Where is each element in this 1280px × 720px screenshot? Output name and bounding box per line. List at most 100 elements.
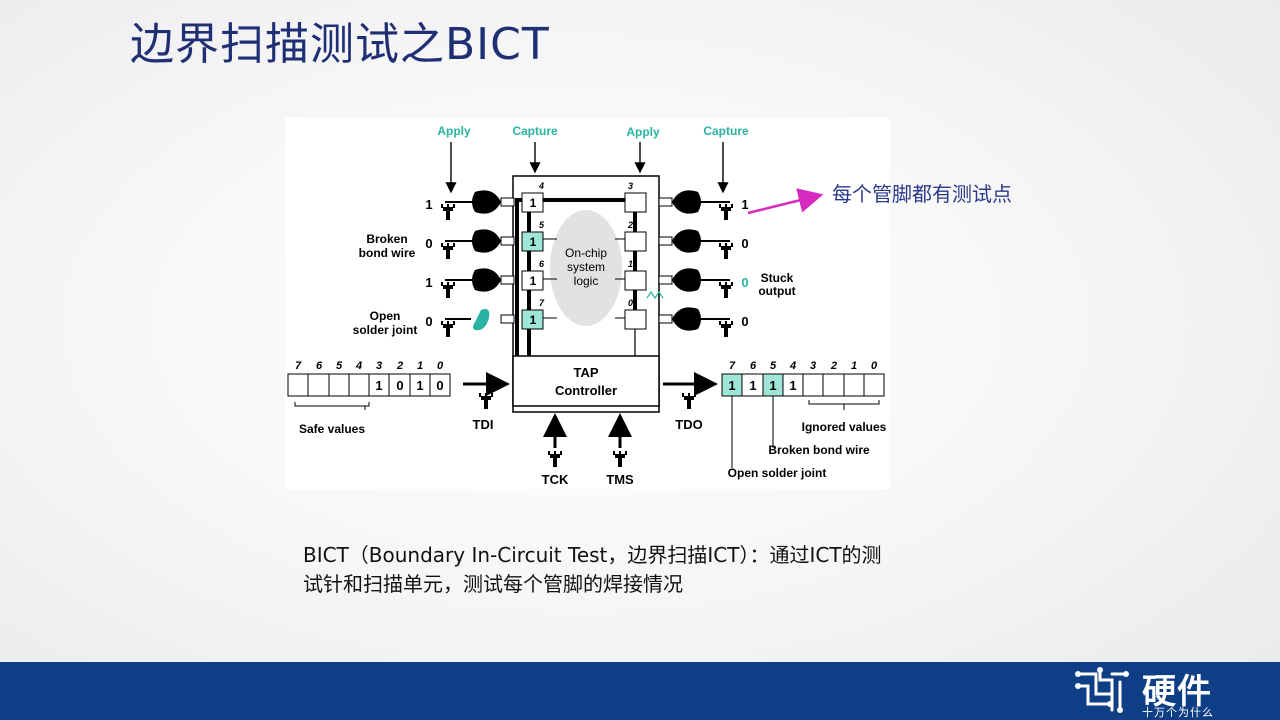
tap-arrows [463, 372, 718, 448]
input-register-indices: 7 6 5 4 3 2 1 0 [295, 360, 444, 372]
right-cell-numbers: 3 2 1 0 [627, 181, 633, 308]
safe-values-bracket [294, 402, 370, 410]
logo-main-text: 硬件 [1142, 672, 1212, 712]
core-logic-blob [550, 210, 622, 326]
register-index: 7 [295, 360, 302, 372]
right-pin-values: 1 0 0 0 [741, 197, 748, 329]
open-solder-blob [473, 309, 490, 331]
circuit-logo-icon [1075, 667, 1129, 713]
logo-sub-text: 十万个为什么 [1142, 706, 1214, 719]
register-index: 7 [729, 360, 736, 372]
left-cell-numbers: 4 5 6 7 [538, 181, 545, 308]
left-cells: 1 1 1 1 [521, 192, 544, 330]
cell-number: 3 [628, 181, 633, 191]
pin-value: 1 [741, 197, 748, 212]
register-index: 5 [770, 360, 777, 372]
cell-number: 7 [539, 298, 545, 308]
register-value: 0 [436, 378, 443, 393]
caption-line-2: 试针和扫描单元，测试每个管脚的焊接情况 [303, 572, 683, 596]
register-index: 4 [355, 360, 362, 372]
capture-left-label: Capture [512, 124, 558, 138]
register-value: 0 [396, 378, 403, 393]
tap-label-2: Controller [555, 383, 617, 398]
core-label-1: On-chip [565, 246, 607, 260]
right-pads [658, 190, 730, 331]
core-label-2: system [567, 260, 605, 274]
pin-value: 0 [741, 236, 748, 251]
open-solder-label-1: Open [370, 309, 401, 323]
pin-value: 1 [425, 275, 432, 290]
input-register [287, 373, 451, 397]
callout-text: 每个管脚都有测试点 [832, 182, 1012, 206]
apply-right-label: Apply [626, 125, 660, 139]
register-index: 1 [851, 360, 857, 372]
cell-number: 0 [628, 298, 633, 308]
cell-number: 1 [628, 259, 633, 269]
test-probes [441, 204, 733, 467]
tap-label-1: TAP [573, 365, 598, 380]
output-register [721, 373, 885, 397]
tap-controller [512, 355, 660, 407]
register-value: 1 [728, 378, 735, 393]
signal-arrows [445, 142, 729, 194]
broken-bond-label-2: bond wire [359, 246, 416, 260]
broken-bond-bottom-label: Broken bond wire [768, 443, 870, 457]
register-index: 1 [417, 360, 423, 372]
left-cell-value: 1 [530, 235, 537, 249]
caption: BICT（Boundary In-Circuit Test，边界扫描ICT）：通… [303, 541, 1043, 599]
left-pads [445, 190, 515, 331]
stuck-output-label-1: Stuck [761, 271, 794, 285]
slide-title: 边界扫描测试之BICT [130, 19, 550, 70]
capture-right-label: Capture [703, 124, 749, 138]
register-index: 4 [789, 360, 796, 372]
register-value: 1 [416, 378, 423, 393]
ignored-values-bracket [808, 400, 880, 410]
footer-bar [0, 662, 1280, 720]
register-index: 6 [316, 360, 323, 372]
output-register-values: 1 1 1 1 [728, 378, 796, 393]
ignored-values-label: Ignored values [802, 420, 887, 434]
core-label-3: logic [574, 274, 599, 288]
output-register-indices: 7 6 5 4 3 2 1 0 [729, 360, 878, 372]
pin-value: 0 [741, 275, 748, 290]
register-index: 0 [871, 360, 878, 372]
register-index: 5 [336, 360, 343, 372]
tms-label: TMS [606, 472, 634, 487]
tck-label: TCK [542, 472, 569, 487]
register-index: 2 [396, 360, 403, 372]
input-register-values: 1 0 1 0 [375, 378, 443, 393]
register-index: 3 [376, 360, 382, 372]
stuck-output-label-2: output [758, 284, 795, 298]
register-index: 3 [810, 360, 816, 372]
tdo-label: TDO [675, 417, 702, 432]
broken-bond-label-1: Broken [366, 232, 407, 246]
pin-value: 0 [425, 314, 432, 329]
right-cells [624, 192, 647, 330]
cell-number: 5 [539, 220, 545, 230]
register-value: 1 [375, 378, 382, 393]
safe-values-label: Safe values [299, 422, 365, 436]
cell-number: 4 [538, 181, 544, 191]
register-value: 1 [789, 378, 796, 393]
pin-value: 0 [425, 236, 432, 251]
pin-value: 0 [741, 314, 748, 329]
register-index: 6 [750, 360, 757, 372]
pin-value: 1 [425, 197, 432, 212]
left-cell-value: 1 [530, 313, 537, 327]
cell-number: 2 [627, 220, 633, 230]
cell-number: 6 [539, 259, 545, 269]
register-value: 1 [769, 378, 776, 393]
register-value: 1 [749, 378, 756, 393]
apply-left-label: Apply [437, 124, 471, 138]
register-index: 0 [437, 360, 444, 372]
caption-line-1: BICT（Boundary In-Circuit Test，边界扫描ICT）：通… [303, 543, 882, 567]
stuck-indicator [646, 290, 664, 300]
tdi-label: TDI [473, 417, 494, 432]
open-solder-label-2: solder joint [353, 323, 418, 337]
left-cell-value: 1 [530, 196, 537, 210]
open-solder-bottom-label: Open solder joint [728, 466, 827, 480]
register-index: 2 [830, 360, 837, 372]
left-cell-value: 1 [530, 274, 537, 288]
bict-diagram: On-chip system logic TAP Controller 1 1 … [285, 118, 890, 489]
brand-logo: 硬件 十万个为什么 [1072, 664, 1222, 719]
